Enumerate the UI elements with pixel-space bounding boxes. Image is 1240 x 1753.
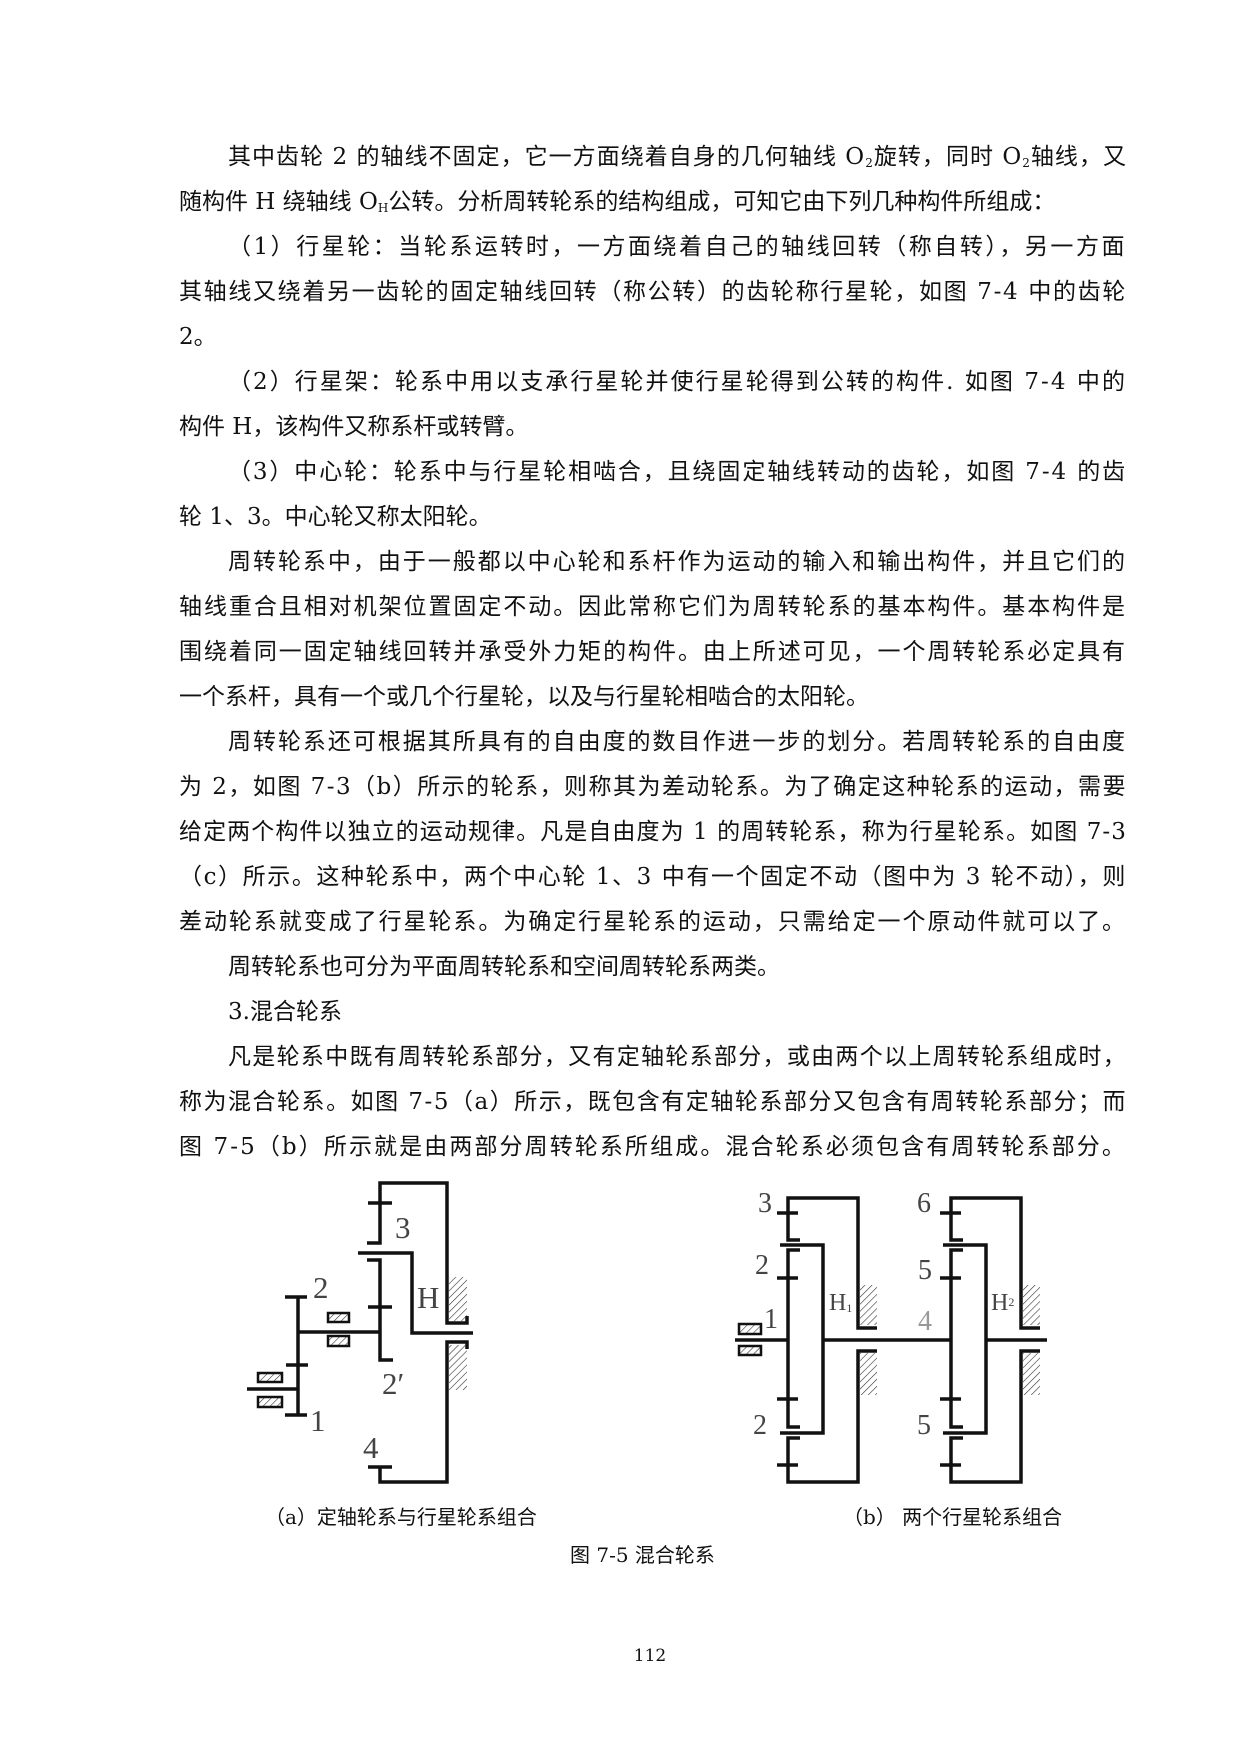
text-line: 3.混合轮系 <box>228 999 342 1025</box>
text-line: 2。 <box>179 324 217 350</box>
text-line: 周转轮系还可根据其所具有的自由度的数目作进一步的划分。若周转轮系的自由度 <box>228 729 1127 755</box>
label-b-carrier-h1: H1 <box>829 1290 852 1316</box>
label-b-gear-3: 3 <box>758 1188 772 1219</box>
figure-b-diagram <box>735 1196 1047 1484</box>
text-line: 图 7-5（b）所示就是由两部分周转轮系所组成。混合轮系必须包含有周转轮系部分。 <box>179 1134 1127 1160</box>
text-line: 构件 H，该构件又称系杆或转臂。 <box>179 414 529 440</box>
label-carrier-h: H <box>417 1280 439 1315</box>
text-line: 周转轮系中，由于一般都以中心轮和系杆作为运动的输入和输出构件，并且它们的 <box>228 549 1127 575</box>
text-segment: 其中齿轮 2 的轴线不固定，它一方面绕着自身的几何轴线 O <box>228 144 866 170</box>
figure-b-caption: （b） 两个行星轮系组合 <box>843 1505 1063 1529</box>
subscript: 2 <box>865 156 874 170</box>
text-line: 其中齿轮 2 的轴线不固定，它一方面绕着自身的几何轴线 O2旋转，同时 O2轴线… <box>179 135 1127 180</box>
text-line: 围绕着同一固定轴线回转并承受外力矩的构件。由上所述可见，一个周转轮系必定具有 <box>179 639 1127 665</box>
text-line: 随构件 H 绕轴线 OH公转。分析周转轮系的结构组成，可知它由下列几种构件所组成… <box>179 180 1127 225</box>
text-segment: 公转。分析周转轮系的结构组成，可知它由下列几种构件所组成： <box>388 189 1056 215</box>
label-gear-1: 1 <box>310 1403 326 1438</box>
subscript: 2 <box>1022 156 1031 170</box>
label-b-gear-4: 4 <box>918 1306 932 1337</box>
figure-a-diagram <box>247 1181 473 1484</box>
text-line: 一个系杆，具有一个或几个行星轮，以及与行星轮相啮合的太阳轮。 <box>179 684 869 710</box>
text-segment: 旋转，同时 O <box>873 144 1023 170</box>
text-line: 其轴线又绕着另一齿轮的固定轴线回转（称公转）的齿轮称行星轮，如图 7-4 中的齿… <box>179 279 1127 305</box>
label-gear-2-prime: 2′ <box>382 1366 404 1401</box>
text-line: 轴线重合且相对机架位置固定不动。因此常称它们为周转轮系的基本构件。基本构件是 <box>179 594 1127 620</box>
subscript: H <box>377 201 389 215</box>
figure-a-caption: （a）定轴轮系与行星轮系组合 <box>265 1505 537 1529</box>
label-b-gear-5-bottom: 5 <box>917 1410 931 1441</box>
text-line: 凡是轮系中既有周转轮系部分，又有定轴轮系部分，或由两个以上周转轮系组成时， <box>228 1044 1127 1070</box>
text-line: 周转轮系也可分为平面周转轮系和空间周转轮系两类。 <box>228 954 780 980</box>
text-line: 称为混合轮系。如图 7-5（a）所示，既包含有定轴轮系部分又包含有周转轮系部分；… <box>179 1089 1127 1115</box>
label-b-gear-1: 1 <box>764 1304 778 1335</box>
text-segment: 随构件 H 绕轴线 O <box>179 189 378 215</box>
label-b-carrier-h2: H2 <box>991 1290 1014 1316</box>
text-line: 差动轮系就变成了行星轮系。为确定行星轮系的运动，只需给定一个原动件就可以了。 <box>179 909 1127 935</box>
text-segment: 轴线，又 <box>1030 144 1128 170</box>
page-number: 112 <box>633 1646 667 1666</box>
label-b-gear-6: 6 <box>917 1188 931 1219</box>
label-b-gear-2-top: 2 <box>755 1250 769 1281</box>
text-line: 为 2，如图 7-3（b）所示的轮系，则称其为差动轮系。为了确定这种轮系的运动，… <box>179 774 1127 800</box>
label-gear-4: 4 <box>363 1430 379 1465</box>
label-b-gear-5-top: 5 <box>918 1255 932 1286</box>
text-line: 给定两个构件以独立的运动规律。凡是自由度为 1 的周转轮系，称为行星轮系。如图 … <box>179 819 1127 845</box>
text-line: 轮 1、3。中心轮又称太阳轮。 <box>179 504 492 530</box>
figure-caption: 图 7-5 混合轮系 <box>570 1543 715 1567</box>
label-gear-3: 3 <box>395 1210 411 1245</box>
label-gear-2: 2 <box>313 1270 329 1305</box>
text-line: （c）所示。这种轮系中，两个中心轮 1、3 中有一个固定不动（图中为 3 轮不动… <box>179 864 1127 890</box>
text-line: （3）中心轮：轮系中与行星轮相啮合，且绕固定轴线转动的齿轮，如图 7-4 的齿 <box>228 459 1127 485</box>
text-line: （1）行星轮：当轮系运转时，一方面绕着自己的轴线回转（称自转），另一方面 <box>228 234 1127 260</box>
text-line: （2）行星架：轮系中用以支承行星轮并使行星轮得到公转的构件. 如图 7-4 中的 <box>228 369 1127 395</box>
body-text: 其中齿轮 2 的轴线不固定，它一方面绕着自身的几何轴线 O2旋转，同时 O2轴线… <box>179 135 1127 1170</box>
label-b-gear-2-bottom: 2 <box>753 1410 767 1441</box>
